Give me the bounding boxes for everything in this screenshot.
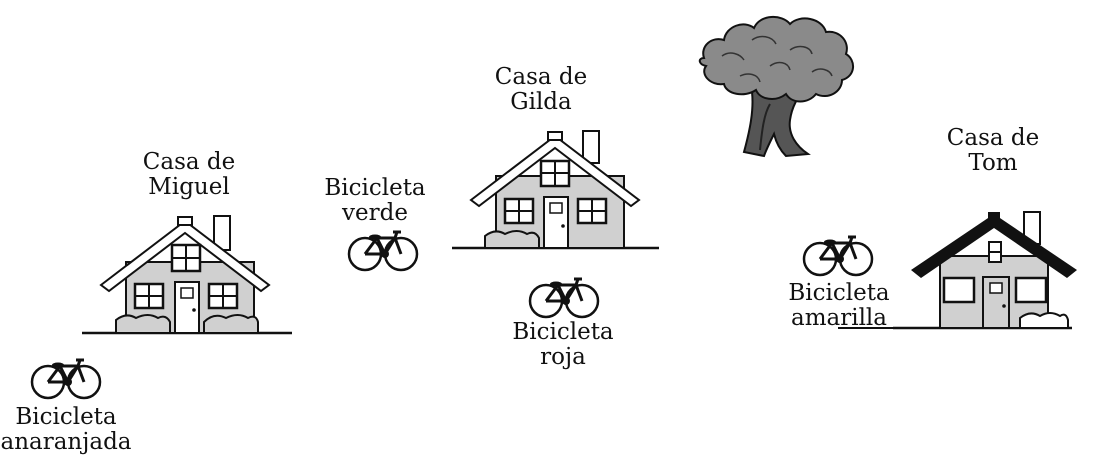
bicycle-icon <box>347 230 419 272</box>
bicycle-icon <box>528 277 600 319</box>
house-icon <box>893 211 1077 330</box>
house-icon <box>452 130 659 250</box>
bicycle-icon <box>30 358 102 400</box>
house-icon <box>82 215 292 335</box>
tree-icon <box>698 16 854 158</box>
bicycle-icon <box>802 235 874 277</box>
